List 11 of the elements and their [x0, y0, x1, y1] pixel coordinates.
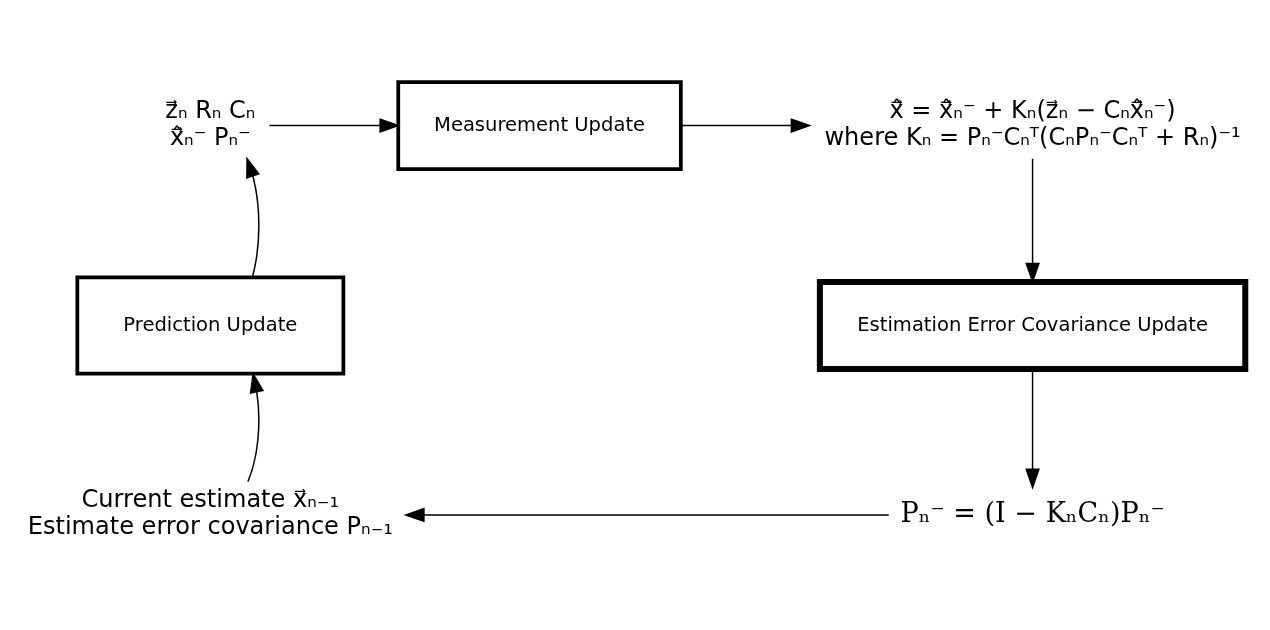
node-text: z⃗ₙ Rₙ Cₙ x̂⃗ₙ⁻ Pₙ⁻ [165, 95, 256, 151]
arrow [680, 118, 812, 133]
node-box: Measurement Update [396, 80, 683, 172]
node-text: Pₙ⁻ = (I − KₙCₙ)Pₙ⁻ [900, 496, 1165, 528]
node-box: Prediction Update [75, 275, 346, 376]
node-text: x̂⃗ = x̂⃗ₙ⁻ + Kₙ(z⃗ₙ − Cₙx̂⃗ₙ⁻) where Kₙ = Pₙ⁻Cₙᵀ(CₙPₙ⁻Cₙᵀ + Rₙ)⁻¹ [824, 95, 1241, 151]
node-box: Estimation Error Covariance Update [816, 278, 1249, 373]
node-text: Current estimate x⃗ₙ₋₁ Estimate error covariance Pₙ₋₁ [27, 485, 393, 541]
arrow [246, 156, 261, 278]
arrow [268, 118, 401, 133]
arrow [403, 507, 890, 523]
